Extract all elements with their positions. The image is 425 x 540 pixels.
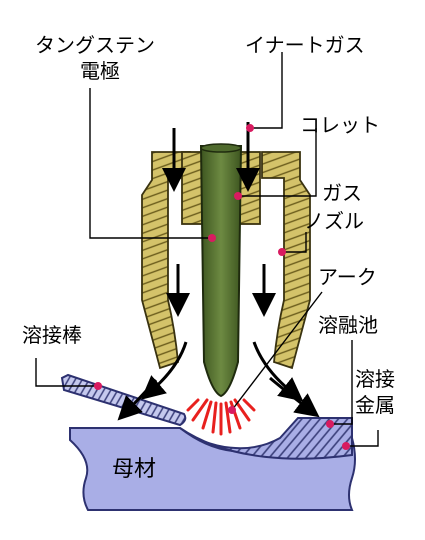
label-arc: アーク [318, 265, 377, 289]
label-base-metal: 母材 [112, 457, 156, 482]
label-weld-pool: 溶融池 [318, 313, 378, 337]
leader-dots [94, 124, 350, 450]
label-weld-metal-line1: 溶接 [355, 367, 395, 391]
label-gas-nozzle-line1: ガス [322, 181, 362, 205]
label-filler-rod: 溶接棒 [22, 323, 82, 347]
gas-flow-arrows [117, 122, 320, 421]
arc [186, 398, 256, 436]
leader-lines [35, 52, 379, 447]
label-tungsten-line1: タングステン [35, 33, 155, 57]
filler-rod [60, 373, 187, 427]
label-inert-gas: イナートガス [245, 33, 365, 57]
tungsten-electrode [199, 143, 243, 398]
label-gas-nozzle-line2: ノズル [304, 209, 364, 233]
weld-metal [179, 417, 353, 460]
label-collet: コレット [300, 113, 380, 137]
label-tungsten-line2: 電極 [80, 59, 120, 83]
label-weld-metal-line2: 金属 [355, 393, 395, 417]
